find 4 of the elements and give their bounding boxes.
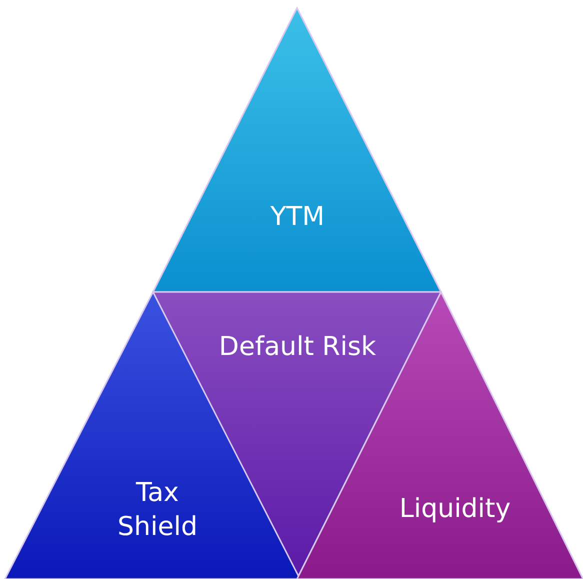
triangle-label: Liquidity	[398, 493, 512, 526]
triangle-label: Tax Shield	[116, 477, 198, 544]
triangle-label: YTM	[269, 201, 326, 234]
triangle-label: Default Risk	[218, 331, 378, 364]
